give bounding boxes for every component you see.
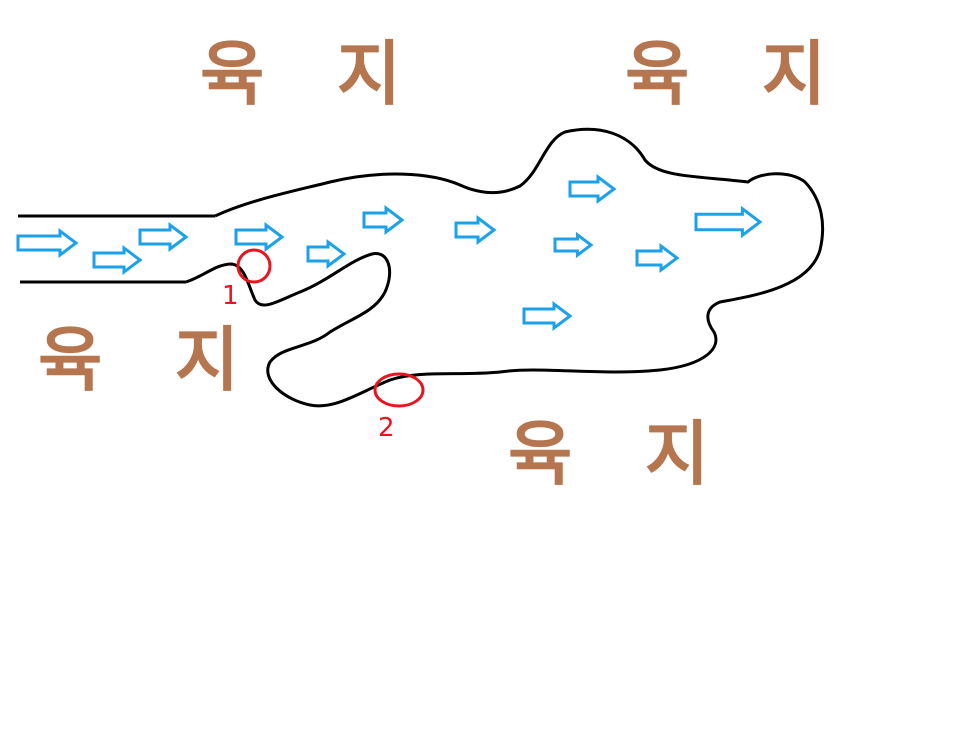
right-arrow-icon bbox=[635, 243, 680, 273]
lake-outline bbox=[185, 127, 825, 408]
marker-number-1: 1 bbox=[222, 281, 239, 311]
marker-circle-1 bbox=[236, 248, 272, 284]
land-label-top-right: 육 지 bbox=[625, 33, 850, 115]
right-arrow-icon bbox=[568, 174, 617, 204]
right-arrow-icon bbox=[92, 245, 143, 275]
right-arrow-icon bbox=[553, 231, 594, 259]
right-arrow-icon bbox=[234, 222, 285, 252]
right-arrow-icon bbox=[16, 228, 79, 258]
right-arrow-icon bbox=[694, 205, 763, 239]
right-arrow-icon bbox=[306, 239, 347, 269]
right-arrow-icon bbox=[138, 222, 189, 252]
right-arrow-icon bbox=[362, 205, 405, 235]
flow-arrows bbox=[16, 174, 763, 331]
land-label-top-left: 육 지 bbox=[200, 33, 425, 115]
land-label-bottom: 육 지 bbox=[508, 413, 733, 495]
marker-number-2: 2 bbox=[378, 413, 395, 443]
right-arrow-icon bbox=[454, 215, 497, 245]
right-arrow-icon bbox=[522, 301, 573, 331]
land-label-left: 육 지 bbox=[38, 319, 263, 401]
marker-circle-2 bbox=[373, 372, 425, 408]
